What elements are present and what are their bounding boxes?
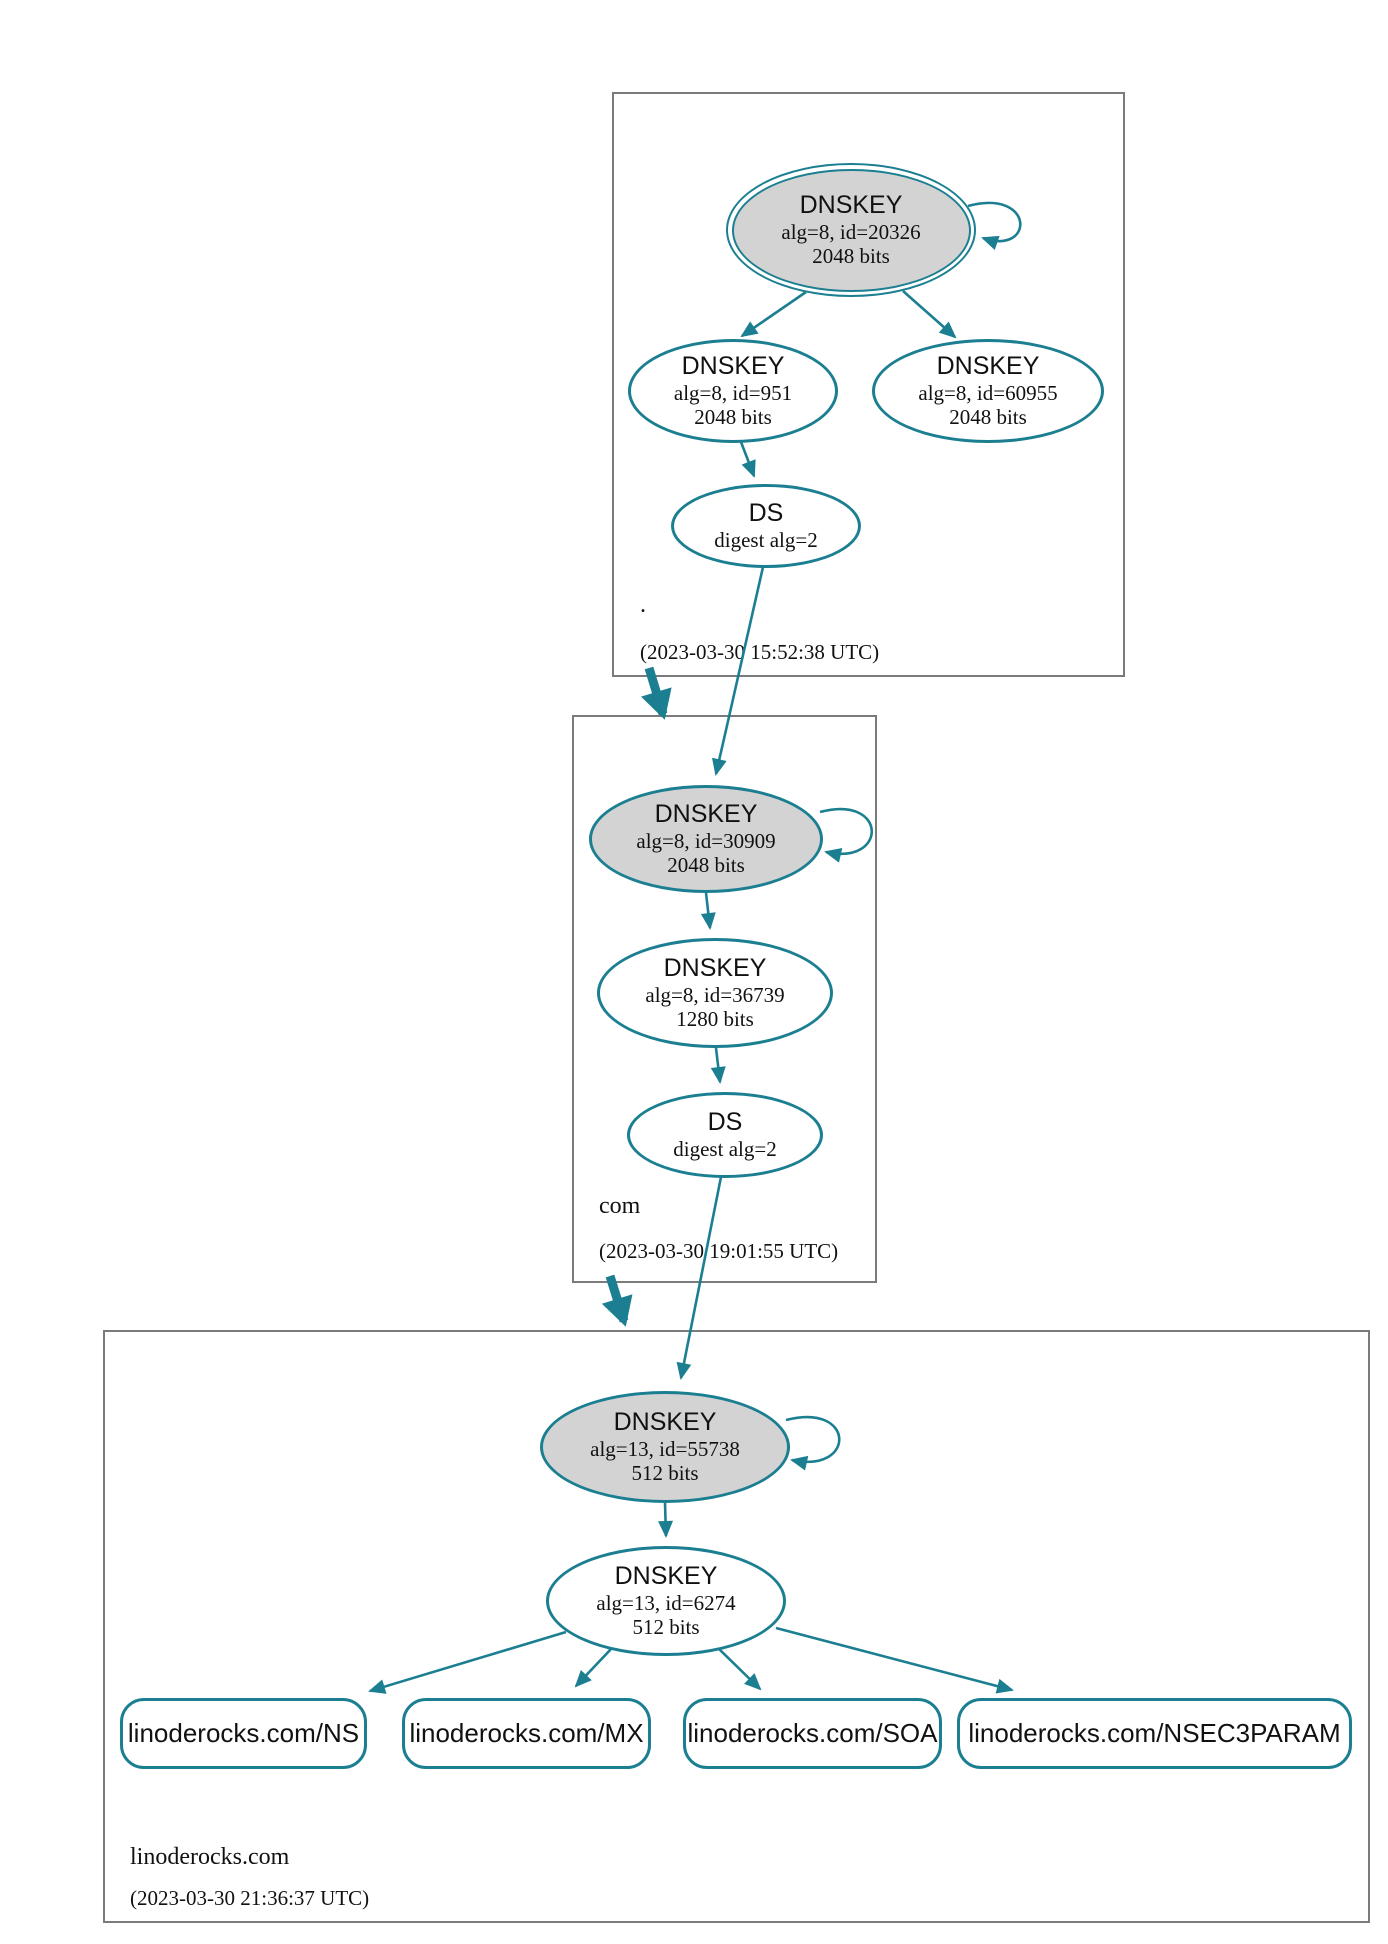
node-rrset-ns-label: linoderocks.com/NS <box>127 1718 360 1748</box>
zone-name-linoderocks: linoderocks.com <box>130 1844 290 1870</box>
node-ds-com-detail: digest alg=2 <box>673 1136 777 1161</box>
node-dnskey-36739-title: DNSKEY <box>663 953 767 982</box>
node-dnskey-6274[interactable]: DNSKEY alg=13, id=6274 512 bits <box>546 1546 786 1656</box>
zone-timestamp-linoderocks: (2023-03-30 21:36:37 UTC) <box>130 1886 370 1910</box>
node-dnskey-30909-title: DNSKEY <box>654 799 758 828</box>
zone-name-com: com <box>599 1193 641 1219</box>
node-dnskey-36739-detail: alg=8, id=36739 <box>645 982 785 1007</box>
node-dnskey-36739[interactable]: DNSKEY alg=8, id=36739 1280 bits <box>597 938 833 1048</box>
node-dnskey-6274-detail: alg=13, id=6274 <box>596 1590 736 1615</box>
zone-timestamp-com: (2023-03-30 19:01:55 UTC) <box>599 1239 839 1263</box>
node-rrset-nsec3param-label: linoderocks.com/NSEC3PARAM <box>968 1718 1341 1748</box>
node-dnskey-951-bits: 2048 bits <box>694 405 772 430</box>
node-rrset-mx[interactable]: linoderocks.com/MX <box>402 1698 651 1769</box>
node-rrset-ns[interactable]: linoderocks.com/NS <box>120 1698 367 1769</box>
node-dnskey-60955-detail: alg=8, id=60955 <box>918 380 1058 405</box>
node-dnskey-6274-title: DNSKEY <box>614 1561 718 1590</box>
zone-timestamp-root: (2023-03-30 15:52:38 UTC) <box>640 640 880 664</box>
node-dnskey-60955[interactable]: DNSKEY alg=8, id=60955 2048 bits <box>872 339 1104 443</box>
node-dnskey-951-title: DNSKEY <box>681 351 785 380</box>
node-dnskey-55738[interactable]: DNSKEY alg=13, id=55738 512 bits <box>540 1391 790 1503</box>
node-dnskey-951-detail: alg=8, id=951 <box>673 380 793 405</box>
node-rrset-soa-label: linoderocks.com/SOA <box>687 1718 938 1748</box>
node-dnskey-30909[interactable]: DNSKEY alg=8, id=30909 2048 bits <box>589 785 823 893</box>
node-ds-com[interactable]: DS digest alg=2 <box>627 1092 823 1178</box>
node-dnskey-60955-bits: 2048 bits <box>949 405 1027 430</box>
node-dnskey-20326-detail: alg=8, id=20326 <box>781 219 921 244</box>
node-rrset-soa[interactable]: linoderocks.com/SOA <box>683 1698 942 1769</box>
node-dnskey-55738-bits: 512 bits <box>631 1461 699 1486</box>
node-rrset-nsec3param[interactable]: linoderocks.com/NSEC3PARAM <box>957 1698 1352 1769</box>
node-dnskey-55738-detail: alg=13, id=55738 <box>590 1436 740 1461</box>
node-dnskey-20326-title: DNSKEY <box>799 190 903 219</box>
node-dnskey-20326[interactable]: DNSKEY alg=8, id=20326 2048 bits <box>726 163 976 297</box>
node-ds-root-title: DS <box>748 499 784 528</box>
node-ds-root[interactable]: DS digest alg=2 <box>671 484 861 568</box>
node-dnskey-6274-bits: 512 bits <box>632 1615 700 1640</box>
node-dnskey-30909-bits: 2048 bits <box>667 853 745 878</box>
node-dnskey-60955-title: DNSKEY <box>936 351 1040 380</box>
node-rrset-mx-label: linoderocks.com/MX <box>409 1718 644 1748</box>
node-dnskey-36739-bits: 1280 bits <box>676 1007 754 1032</box>
zone-box-linoderocks: linoderocks.com (2023-03-30 21:36:37 UTC… <box>103 1330 1370 1923</box>
node-dnskey-951[interactable]: DNSKEY alg=8, id=951 2048 bits <box>628 339 838 443</box>
node-dnskey-20326-bits: 2048 bits <box>812 244 890 269</box>
node-ds-root-detail: digest alg=2 <box>714 527 818 552</box>
node-dnskey-55738-title: DNSKEY <box>613 1407 717 1436</box>
node-ds-com-title: DS <box>707 1108 743 1137</box>
zone-name-root: . <box>640 592 646 618</box>
node-dnskey-30909-detail: alg=8, id=30909 <box>636 828 776 853</box>
